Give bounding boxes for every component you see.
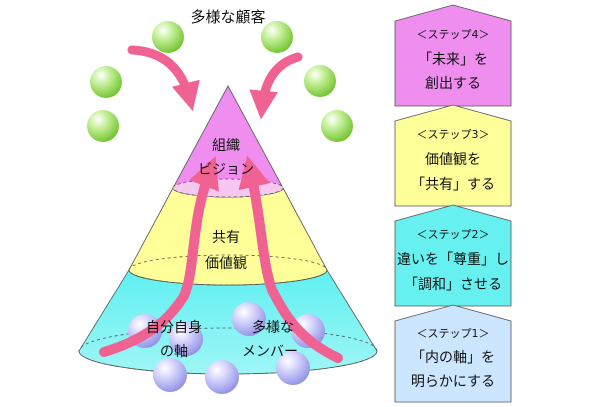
customer-sphere [90, 66, 122, 98]
top-layer-label-1: 組織 [212, 138, 240, 154]
step-3-line1: 価値観を [425, 151, 481, 168]
step-1-box [394, 304, 512, 403]
inflow-arrow-right [249, 52, 303, 120]
step-3-label: ＜ステップ3＞ [417, 128, 490, 141]
customer-sphere [304, 65, 336, 97]
member-sphere [153, 358, 187, 392]
upflow-arrow-left [99, 156, 219, 357]
bottom-right-label-1: 多様な [252, 319, 294, 336]
step-1: ＜ステップ1＞ 「内の軸」を 明らかにする [394, 304, 512, 403]
step-4-box [394, 4, 512, 107]
bottom-left-label-2: の軸 [160, 344, 188, 360]
customer-sphere [152, 21, 184, 53]
step-2-label: ＜ステップ2＞ [417, 228, 490, 241]
upflow-arrow-right [238, 155, 343, 363]
step-4-line1: 「未来」を [418, 52, 488, 68]
title-text: 多様な顧客 [190, 8, 265, 26]
pyramid-base-ellipse [78, 327, 378, 375]
customer-sphere [87, 110, 119, 142]
member-sphere [232, 302, 266, 336]
step-4: ＜ステップ4＞ 「未来」を 創出する [394, 4, 512, 107]
step-3: ＜ステップ3＞ 価値観を 「共有」する [394, 104, 512, 207]
customer-sphere [261, 21, 293, 53]
step-1-line2: 明らかにする [411, 374, 495, 390]
top-layer-label-2: ビジョン [198, 162, 254, 178]
customer-spheres [87, 21, 353, 142]
step-1-line1: 「内の軸」を [411, 350, 495, 366]
step-2-box [394, 204, 512, 307]
pyramid-middle-ellipse [128, 254, 328, 286]
step-2: ＜ステップ2＞ 違いを「尊重」し 「調和」させる [394, 204, 512, 307]
step-2-line2: 「調和」させる [404, 277, 502, 293]
bottom-right-label-2: メンバー [242, 344, 298, 360]
bottom-left-label-1: 自分自身 [146, 320, 202, 336]
member-sphere [205, 360, 239, 394]
middle-layer-label-1: 共有 [212, 230, 240, 246]
step-4-label: ＜ステップ4＞ [417, 28, 490, 41]
member-sphere [169, 322, 203, 356]
pyramid-top-ellipse [172, 178, 284, 198]
step-4-line2: 創出する [425, 76, 481, 92]
inflow-arrow-left [127, 45, 200, 112]
step-2-line1: 違いを「尊重」し [397, 251, 509, 268]
middle-layer-label-2: 価値観 [205, 255, 247, 272]
step-1-label: ＜ステップ1＞ [417, 327, 490, 340]
step-3-line2: 「共有」する [411, 177, 495, 193]
step-3-box [394, 104, 512, 207]
member-sphere [276, 351, 310, 385]
customer-sphere [321, 110, 353, 142]
steps-column: ＜ステップ4＞ 「未来」を 創出する ＜ステップ3＞ 価値観を 「共有」する ＜… [394, 4, 512, 403]
